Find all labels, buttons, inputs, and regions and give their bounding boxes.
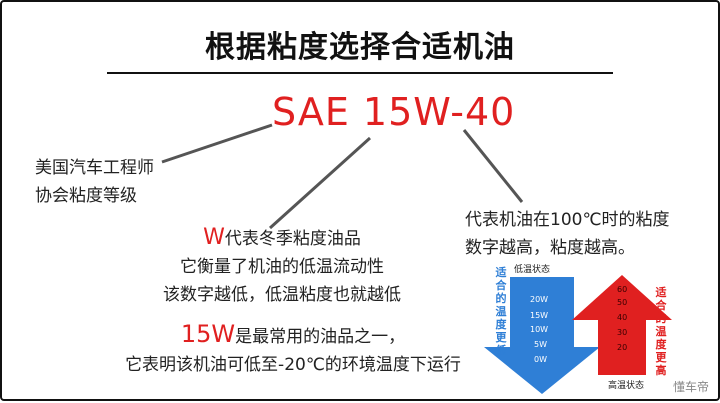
w-description-line-1-text: 代表冬季粘度油品 [224, 229, 361, 249]
pointer-line-40 [462, 129, 524, 203]
page-title: 根据粘度选择合适机油 [205, 30, 515, 65]
w-description-line-1: W代表冬季粘度油品 [142, 224, 422, 253]
cold-state-label: 低温状态 [514, 265, 551, 275]
hot-value-1: 50 [617, 298, 627, 307]
hot-value-3: 30 [617, 328, 627, 337]
cold-value-3: 5W [534, 340, 547, 349]
hot-state-label: 高温状态 [608, 381, 645, 391]
title-underline [107, 72, 613, 74]
w-description: W代表冬季粘度油品 它衡量了机油的低温流动性 该数字越低，低温粘度也就越低 [142, 224, 422, 309]
sae-code: SAE 15W-40 [272, 90, 516, 134]
w-description-line-2: 它衡量了机油的低温流动性 [180, 257, 384, 277]
15w-description-line-1-text: 是最常用的油品之一， [235, 327, 406, 347]
sae-description: 美国汽车工程师 协会粘度等级 [35, 154, 154, 210]
pointer-line-w [268, 136, 372, 230]
15w-description-line-2: 它表明该机油可低至-20℃的环境温度下运行 [125, 355, 461, 375]
watermark: 懂车帝 [669, 378, 712, 395]
hot-value-4: 20 [617, 343, 627, 352]
pointer-line-sae [161, 123, 273, 164]
hot-viscosity-line-2: 数字越高，粘度越高。 [465, 238, 635, 258]
cold-value-4: 0W [534, 355, 547, 364]
15w-highlight: 15W [180, 320, 236, 348]
sae-description-line-1: 美国汽车工程师 [35, 158, 154, 178]
15w-description-line-1: 15W是最常用的油品之一， [78, 320, 508, 351]
hot-value-0: 60 [617, 285, 627, 294]
cold-arrow-shape [484, 277, 600, 394]
hot-value-2: 40 [617, 313, 627, 322]
cold-side-label: 适合的温度更低 [495, 266, 507, 357]
hot-arrow: 60 50 40 30 20 [572, 275, 672, 375]
w-highlight: W [203, 225, 225, 250]
hot-viscosity-description: 代表机油在100℃时的粘度 数字越高，粘度越高。 [465, 206, 670, 262]
sae-description-line-2: 协会粘度等级 [35, 186, 137, 206]
cold-value-1: 15W [530, 311, 548, 320]
15w-description: 15W是最常用的油品之一， 它表明该机油可低至-20℃的环境温度下运行 [78, 320, 508, 379]
hot-arrow-shape [572, 275, 672, 375]
hot-viscosity-line-1: 代表机油在100℃时的粘度 [465, 210, 670, 230]
cold-arrow: 20W 15W 10W 5W 0W [484, 277, 600, 394]
cold-value-2: 10W [530, 325, 548, 334]
cold-value-0: 20W [530, 295, 548, 304]
w-description-line-3: 该数字越低，低温粘度也就越低 [163, 285, 401, 305]
hot-side-label: 适合的温度更高 [655, 286, 667, 377]
